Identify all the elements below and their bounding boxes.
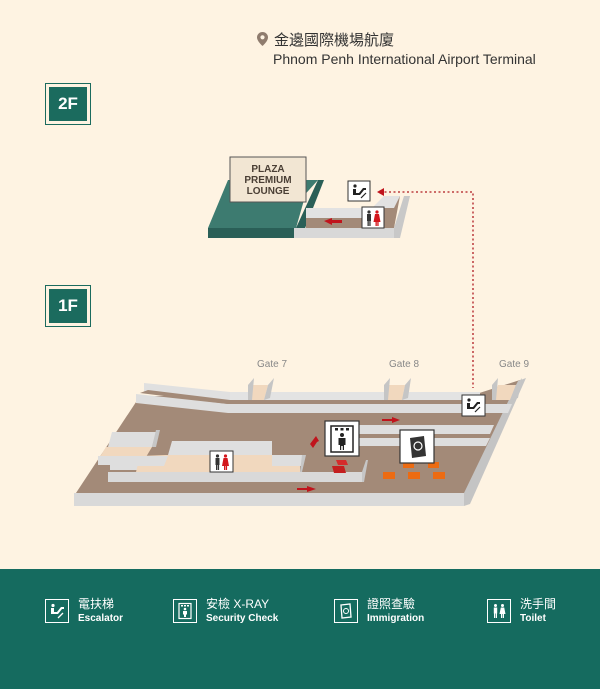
lounge-sign[interactable]: PLAZA PREMIUM LOUNGE (229, 156, 307, 203)
immigration-icon (334, 599, 358, 623)
floor-badge-2f[interactable]: 2F (45, 83, 91, 125)
map-header: 金邊國際機場航廈 Phnom Penh International Airpor… (257, 30, 536, 67)
legend-item-security-check[interactable]: 安檢 X-RAY Security Check (173, 597, 278, 626)
escalator-icon (45, 599, 69, 623)
direction-arrow (310, 436, 319, 448)
legend-label-en: Security Check (206, 613, 279, 624)
floor-badge-1f[interactable]: 1F (45, 285, 91, 327)
gate-9-label: Gate 9 (499, 359, 530, 370)
security-check-icon[interactable] (324, 420, 360, 457)
escalator-icon[interactable] (347, 180, 371, 202)
terminal-map: PLAZA PREMIUM LOUNGE (74, 156, 526, 506)
floor-2f-plan (208, 180, 474, 388)
svg-text:LOUNGE: LOUNGE (247, 186, 290, 197)
gate-8-label: Gate 8 (389, 359, 420, 370)
floor-1f-plan (74, 378, 526, 506)
toilet-icon[interactable] (361, 206, 385, 229)
legend-item-immigration[interactable]: 證照查驗 Immigration (334, 597, 424, 626)
svg-text:PREMIUM: PREMIUM (244, 175, 291, 186)
immigration-desks (383, 462, 445, 479)
legend-label-zh: 安檢 X-RAY (206, 597, 270, 611)
security-check-icon (173, 599, 197, 623)
escalator-icon[interactable] (461, 394, 486, 417)
legend-item-escalator[interactable]: 電扶梯 Escalator (45, 597, 123, 626)
legend-label-zh: 洗手間 (520, 597, 557, 611)
toilet-icon (487, 599, 511, 623)
direction-arrow (382, 417, 400, 423)
legend-item-toilet[interactable]: 洗手間 Toilet (487, 597, 556, 626)
legend-footer: 電扶梯 Escalator 安檢 X-RAY Security Check 證照… (0, 568, 600, 689)
direction-arrow (324, 218, 342, 225)
immigration-icon[interactable] (399, 429, 435, 464)
toilet-icon[interactable] (209, 450, 234, 473)
gate-7-label: Gate 7 (257, 359, 288, 370)
legend-label-en: Immigration (367, 613, 425, 624)
legend-label-zh: 證照查驗 (367, 597, 416, 611)
location-pin-icon (257, 32, 268, 46)
legend-label-zh: 電扶梯 (78, 597, 115, 611)
security-desk (336, 460, 348, 465)
legend-label-en: Toilet (520, 613, 546, 624)
direction-arrow (297, 486, 316, 492)
svg-text:PLAZA: PLAZA (251, 164, 284, 175)
legend-label-en: Escalator (78, 613, 124, 624)
title-en: Phnom Penh International Airport Termina… (273, 51, 536, 67)
title-zh: 金邊國際機場航廈 (274, 31, 395, 49)
